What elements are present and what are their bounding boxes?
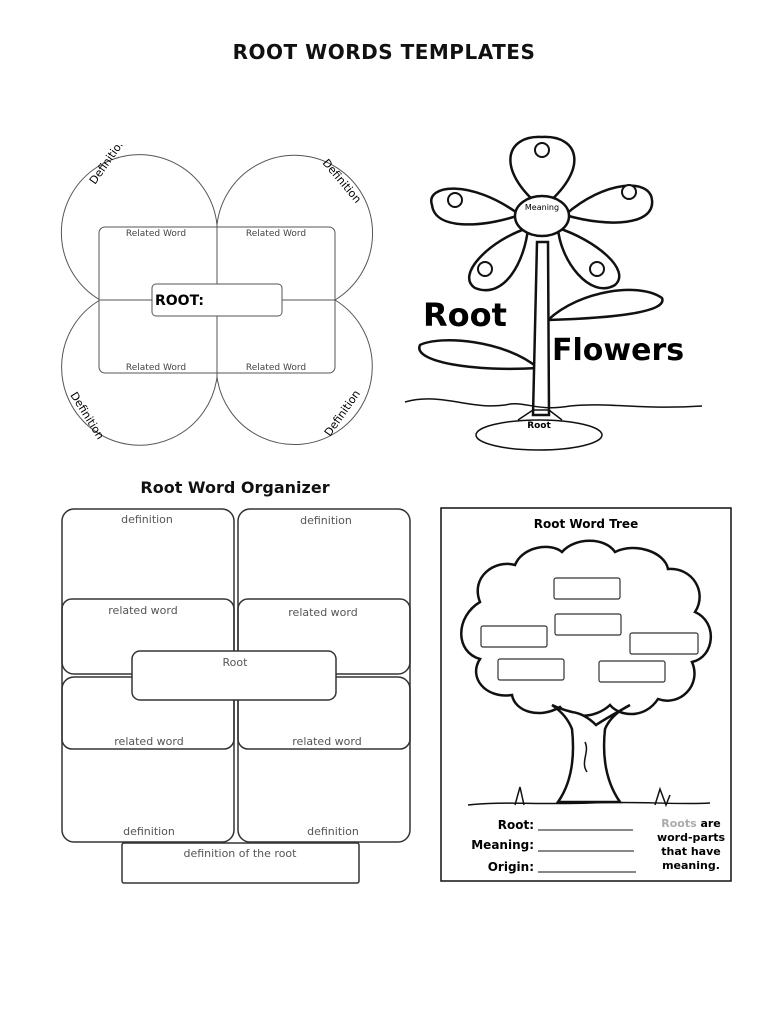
clover-definition-bottom-left: Definition [67, 390, 106, 442]
flower-leaf-right [544, 288, 664, 322]
organizer-definition-1: definition [121, 513, 173, 526]
tree-trunk [551, 703, 631, 804]
organizer-definition-3: definition [123, 825, 175, 838]
clover-related-word-1: Related Word [126, 229, 186, 239]
flower-petal-right [562, 184, 654, 224]
tree-origin-label: Origin: [488, 860, 534, 874]
organizer-title: Root Word Organizer [140, 478, 330, 497]
organizer-related-word-1: related word [108, 604, 177, 617]
root-flowers-template: Meaning Root Flowers Root [404, 135, 703, 451]
organizer-related-word-4: related word [292, 735, 361, 748]
tree-box-5 [497, 658, 565, 681]
flower-pot [475, 419, 603, 451]
clover-related-word-2: Related Word [246, 229, 306, 239]
flower-petal-left [430, 187, 523, 226]
clover-related-word-4: Related Word [246, 363, 306, 373]
root-clover-template: Definition Definition Definition Definit… [60, 145, 374, 446]
clover-root-label: ROOT: [155, 293, 204, 309]
flower-stem [531, 240, 551, 417]
flower-center [513, 194, 571, 238]
tree-note-roots: Roots [661, 817, 697, 830]
flower-petal-bottom-left [467, 226, 530, 292]
tree-box-1 [553, 577, 621, 600]
tree-note-line-1: Roots are [661, 817, 721, 830]
tree-note-line-4: meaning. [662, 859, 720, 872]
tree-note-line-3: that have [661, 845, 721, 858]
clover-definition-top-left: Definition [87, 145, 128, 187]
tree-root-label: Root: [498, 818, 534, 832]
organizer-definition-2: definition [300, 514, 352, 527]
flower-petal-bottom-right [556, 226, 621, 290]
flower-root-word: Root [423, 296, 507, 334]
organizer-related-word-3: related word [114, 735, 183, 748]
tree-box-3 [480, 625, 548, 648]
flower-meaning-label: Meaning [525, 203, 559, 212]
organizer-root-label: Root [223, 656, 249, 669]
tree-title: Root Word Tree [534, 517, 638, 531]
flower-pot-label: Root [527, 421, 551, 431]
flower-petal-top [509, 135, 576, 210]
page-title: ROOT WORDS TEMPLATES [232, 40, 536, 64]
root-word-organizer: definition definition related word relat… [61, 508, 411, 884]
organizer-root-definition: definition of the root [184, 847, 298, 860]
tree-box-4 [629, 632, 699, 655]
tree-note-line-2: word-parts [657, 831, 726, 844]
tree-meaning-label: Meaning: [471, 838, 534, 852]
tree-note-are: are [697, 817, 721, 830]
tree-box-2 [554, 613, 622, 636]
tree-box-6 [598, 660, 666, 683]
clover-definition-top-right: Definition [320, 157, 364, 206]
clover-related-word-3: Related Word [126, 363, 186, 373]
organizer-related-word-2: related word [288, 606, 357, 619]
flower-flowers-word: Flowers [552, 333, 684, 368]
root-word-tree: Root Word Tree Root: Meaning: Origin: Ro… [440, 507, 732, 882]
flower-leaf-left [418, 339, 542, 371]
organizer-definition-4: definition [307, 825, 359, 838]
